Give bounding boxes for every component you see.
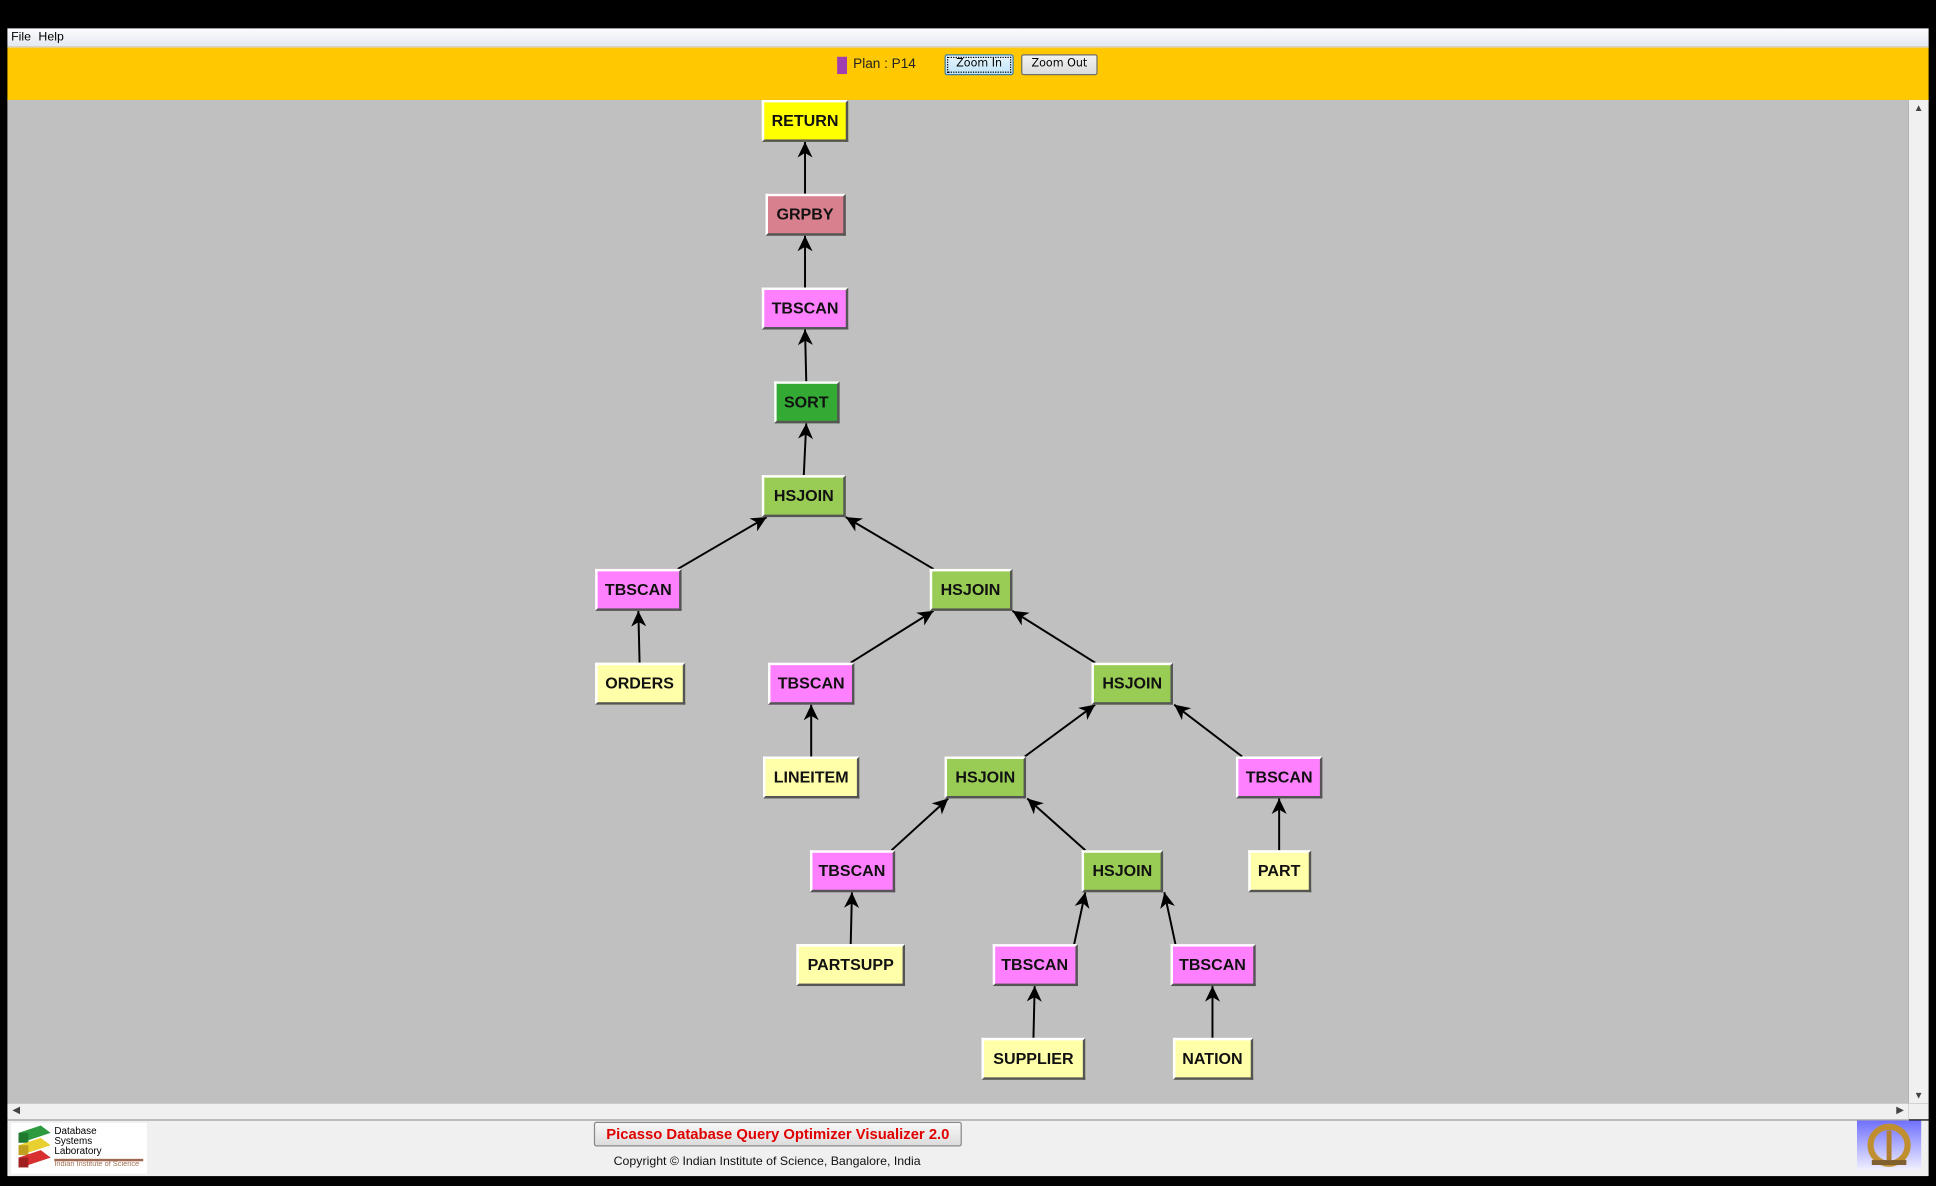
arrowhead-icon xyxy=(1174,704,1192,721)
plan-node-tbscan[interactable]: TBSCAN xyxy=(992,944,1078,987)
plan-node-supplier[interactable]: SUPPLIER xyxy=(981,1037,1086,1080)
logo-divider xyxy=(54,1158,144,1162)
plan-node-grpby[interactable]: GRPBY xyxy=(764,193,846,236)
arrowhead-icon xyxy=(797,329,813,346)
plan-node-tbscan[interactable]: TBSCAN xyxy=(1235,756,1323,799)
scroll-left-icon[interactable]: ◀ xyxy=(12,1104,20,1116)
app-title-button[interactable]: Picasso Database Query Optimizer Visuali… xyxy=(593,1121,962,1147)
plan-edge xyxy=(803,704,819,757)
plan-node-return[interactable]: RETURN xyxy=(761,99,849,142)
plan-edge xyxy=(1024,703,1096,758)
arrowhead-icon xyxy=(916,610,934,626)
plan-edge xyxy=(1271,798,1287,851)
vertical-scrollbar[interactable]: ▲ ▼ xyxy=(1908,99,1929,1104)
footer: Database Systems Laboratory Indian Insti… xyxy=(7,1120,1929,1177)
arrowhead-icon xyxy=(1012,610,1030,626)
plan-edge xyxy=(677,516,768,570)
plan-node-hsjoin[interactable]: HSJOIN xyxy=(761,475,846,518)
plan-tree-canvas: RETURN GRPBY TBSCAN SORT HSJOIN TBSCAN HSJOIN O… xyxy=(7,99,1909,1104)
arrowhead-icon xyxy=(798,423,814,440)
logo-text-2: Systems xyxy=(54,1135,93,1147)
arrowhead-icon xyxy=(931,798,949,815)
plan-edge xyxy=(844,892,860,945)
arrowhead-icon xyxy=(1027,798,1044,815)
plan-edge xyxy=(1026,986,1042,1038)
menu-bar: File Help xyxy=(7,28,1929,47)
arrowhead-icon xyxy=(1160,892,1175,910)
dsl-logo: Database Systems Laboratory Indian Insti… xyxy=(11,1123,147,1174)
arrowhead-icon xyxy=(1204,986,1220,1002)
arrowhead-icon xyxy=(844,892,860,908)
arrowhead-icon xyxy=(749,517,767,532)
plan-edge xyxy=(797,329,813,382)
plan-node-tbscan[interactable]: TBSCAN xyxy=(595,568,682,611)
arrowhead-icon xyxy=(797,141,813,158)
plan-edge xyxy=(1073,892,1090,945)
arrowhead-icon xyxy=(803,704,819,721)
scroll-right-icon[interactable]: ▶ xyxy=(1896,1104,1904,1116)
plan-edge xyxy=(1204,986,1220,1038)
scroll-corner xyxy=(1908,1103,1929,1120)
plan-edge xyxy=(850,610,934,664)
horizontal-scrollbar[interactable]: ◀ ▶ xyxy=(7,1103,1909,1121)
plan-node-hsjoin[interactable]: HSJOIN xyxy=(944,756,1027,799)
plan-node-tbscan[interactable]: TBSCAN xyxy=(809,850,895,893)
plan-label: Plan : P14 xyxy=(853,56,916,72)
menu-help[interactable]: Help xyxy=(38,30,64,45)
plan-edge xyxy=(631,610,647,663)
zoom-out-button[interactable]: Zoom Out xyxy=(1021,54,1098,76)
plan-edges xyxy=(631,141,1287,1038)
plan-edge xyxy=(797,141,813,194)
plan-node-hsjoin[interactable]: HSJOIN xyxy=(929,568,1012,611)
plan-node-tbscan[interactable]: TBSCAN xyxy=(761,287,849,330)
plan-node-hsjoin[interactable]: HSJOIN xyxy=(1091,662,1173,705)
arrowhead-icon xyxy=(845,517,863,532)
plan-edge xyxy=(1173,703,1243,758)
plan-edge xyxy=(797,235,813,288)
plan-node-partsupp[interactable]: PARTSUPP xyxy=(796,944,906,987)
plan-edge xyxy=(1011,610,1096,664)
plan-node-nation[interactable]: NATION xyxy=(1172,1037,1253,1080)
logo-text-1: Database xyxy=(54,1125,97,1137)
arrowhead-icon xyxy=(631,610,647,627)
iisc-seal-icon xyxy=(1856,1120,1922,1170)
copyright-text: Copyright © Indian Institute of Science,… xyxy=(613,1155,921,1169)
arrowhead-icon xyxy=(1026,986,1042,1002)
plan-edge xyxy=(890,797,949,852)
menu-file[interactable]: File xyxy=(11,30,32,45)
logo-subtitle: Indian Institute of Science xyxy=(54,1161,140,1169)
arrowhead-icon xyxy=(1271,798,1287,815)
plan-edge xyxy=(798,423,814,476)
arrowhead-icon xyxy=(1074,892,1090,910)
scroll-down-icon[interactable]: ▼ xyxy=(1913,1089,1924,1101)
zoom-in-button[interactable]: Zoom In xyxy=(944,54,1014,76)
plan-node-lineitem[interactable]: LINEITEM xyxy=(763,756,860,799)
toolbar: Plan : P14 Zoom In Zoom Out xyxy=(7,46,1929,102)
plan-node-orders[interactable]: ORDERS xyxy=(594,662,685,705)
arrowhead-icon xyxy=(797,235,813,252)
scroll-up-icon[interactable]: ▲ xyxy=(1913,102,1924,114)
plan-edge xyxy=(845,516,934,570)
plan-node-tbscan[interactable]: TBSCAN xyxy=(1169,944,1256,987)
plan-color-swatch xyxy=(837,56,848,75)
plan-node-tbscan[interactable]: TBSCAN xyxy=(767,662,855,705)
arrowhead-icon xyxy=(1078,704,1096,720)
plan-edge xyxy=(1026,797,1086,852)
plan-node-hsjoin[interactable]: HSJOIN xyxy=(1081,850,1164,893)
plan-edge xyxy=(1160,892,1177,945)
plan-node-part[interactable]: PART xyxy=(1247,850,1311,893)
logo-bricks-icon xyxy=(18,1125,51,1168)
plan-node-sort[interactable]: SORT xyxy=(773,381,839,424)
logo-text-3: Laboratory xyxy=(54,1145,102,1157)
